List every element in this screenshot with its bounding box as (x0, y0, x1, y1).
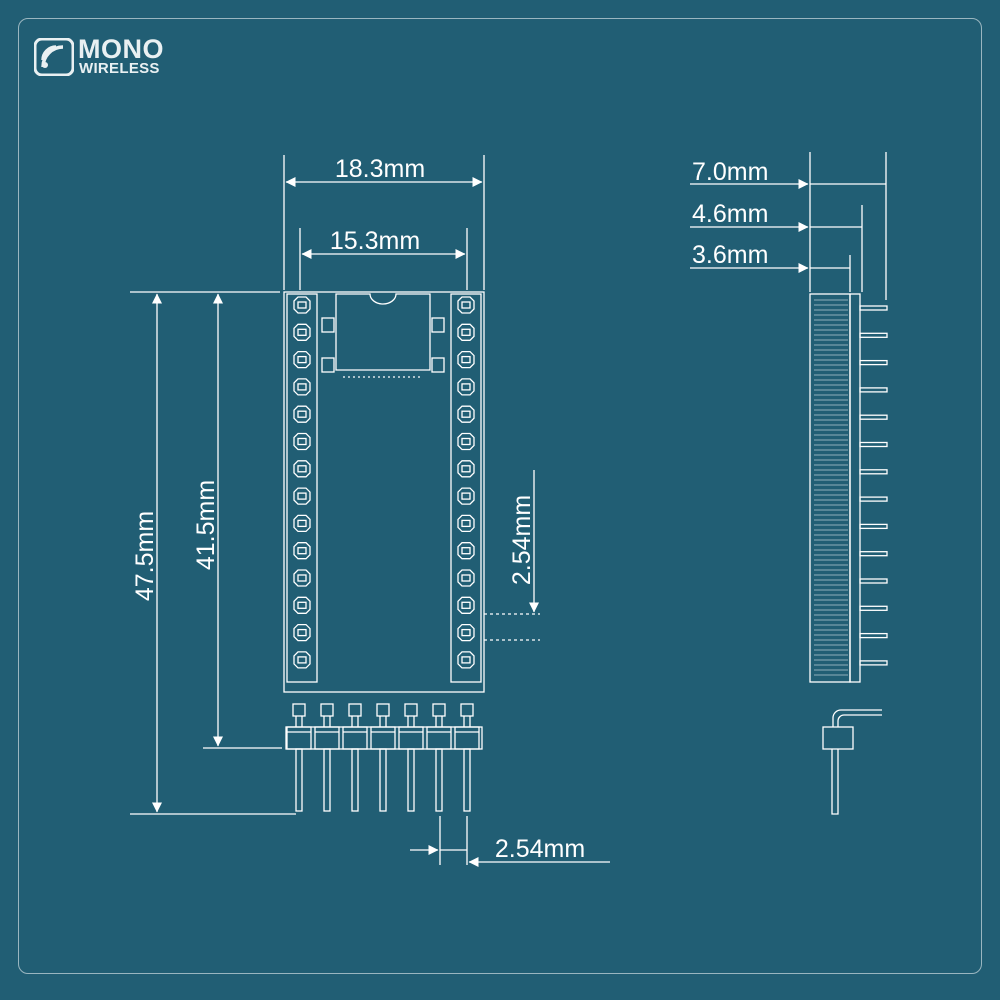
right-pad-9 (457, 514, 475, 533)
side-pad-pins (293, 296, 475, 669)
left-pad-2 (293, 323, 311, 341)
left-pad-8 (293, 487, 311, 505)
header-pin-2 (314, 703, 340, 812)
dim-overall-length-label: 47.5mm (131, 511, 159, 601)
side-pin-12 (859, 605, 888, 611)
left-pad-13 (293, 623, 311, 642)
dim-pin-pitch-vertical-label: 2.54mm (508, 495, 536, 585)
ic-clip-right (431, 317, 445, 333)
side-pin-11 (859, 578, 888, 584)
side-header-pin-bent (832, 709, 882, 727)
right-pad-10 (457, 542, 475, 560)
left-pad-5 (293, 405, 311, 423)
dim-pin-pitch-horizontal-label: 2.54mm (495, 835, 585, 863)
side-view-hatching (814, 299, 848, 676)
side-pin-5 (859, 414, 888, 420)
left-pad-10 (293, 542, 311, 560)
header-pin-1 (286, 703, 312, 812)
side-pin-8 (859, 496, 888, 502)
right-pad-11 (457, 569, 475, 587)
side-pin-3 (859, 359, 888, 366)
side-view-pcb (849, 293, 861, 683)
right-pad-4 (457, 378, 475, 396)
side-pin-1 (859, 305, 888, 311)
left-pad-6 (293, 432, 311, 451)
ic-clip-left (321, 317, 335, 333)
dim-mid-height-label: 4.6mm (692, 200, 768, 228)
brand-subname: WIRELESS (79, 60, 160, 77)
dim-inner-width-label: 15.3mm (330, 227, 420, 255)
side-pin-10 (859, 551, 888, 557)
left-pad-11 (293, 569, 311, 587)
side-pin-9 (859, 523, 888, 530)
dim-overall-width-label: 18.3mm (335, 155, 425, 183)
side-pin-6 (859, 441, 888, 448)
side-pin-7 (859, 469, 888, 475)
ic-clip-right-2 (431, 357, 445, 373)
side-header-housing (822, 726, 854, 750)
side-view-body (809, 293, 851, 683)
header-pins (286, 703, 480, 812)
drawing-frame (18, 18, 982, 974)
dim-total-height-label: 7.0mm (692, 158, 768, 186)
top-view (130, 155, 610, 867)
left-pad-4 (293, 378, 311, 396)
side-view-pins (859, 305, 888, 666)
header-pin-4 (370, 703, 396, 812)
left-pad-7 (293, 460, 311, 478)
module-board-outline (283, 291, 485, 693)
side-pin-14 (859, 660, 888, 666)
dim-board-length-label: 41.5mm (192, 480, 220, 570)
left-pad-1 (293, 296, 311, 314)
left-pad-12 (293, 596, 311, 614)
right-pad-6 (457, 432, 475, 451)
ic-chip (335, 293, 431, 371)
brand-logo: MONO WIRELESS (34, 34, 194, 80)
header-pin-6 (426, 703, 452, 812)
left-pad-9 (293, 514, 311, 533)
left-pin-column (286, 293, 318, 683)
dim-body-height-label: 3.6mm (692, 241, 768, 269)
right-pad-7 (457, 460, 475, 478)
header-pin-7 (454, 703, 480, 812)
brand-name: MONO (78, 34, 164, 64)
side-pin-4 (859, 387, 888, 393)
ic-clip-left-2 (321, 357, 335, 373)
side-pin-13 (859, 632, 888, 639)
right-pad-13 (457, 623, 475, 642)
side-view (690, 152, 888, 815)
right-pad-8 (457, 487, 475, 505)
side-pin-2 (859, 332, 888, 338)
right-pad-2 (457, 323, 475, 341)
right-pad-1 (457, 296, 475, 314)
right-pad-3 (457, 350, 475, 369)
right-pad-5 (457, 405, 475, 423)
right-pin-column (450, 293, 482, 683)
left-pad-3 (293, 350, 311, 369)
right-pad-14 (457, 651, 475, 669)
mono-wireless-signal-icon (34, 38, 74, 76)
header-pin-3 (342, 703, 368, 812)
left-pad-14 (293, 651, 311, 669)
header-pin-5 (398, 703, 424, 812)
side-header-pin-down (831, 749, 839, 815)
right-pad-12 (457, 596, 475, 614)
